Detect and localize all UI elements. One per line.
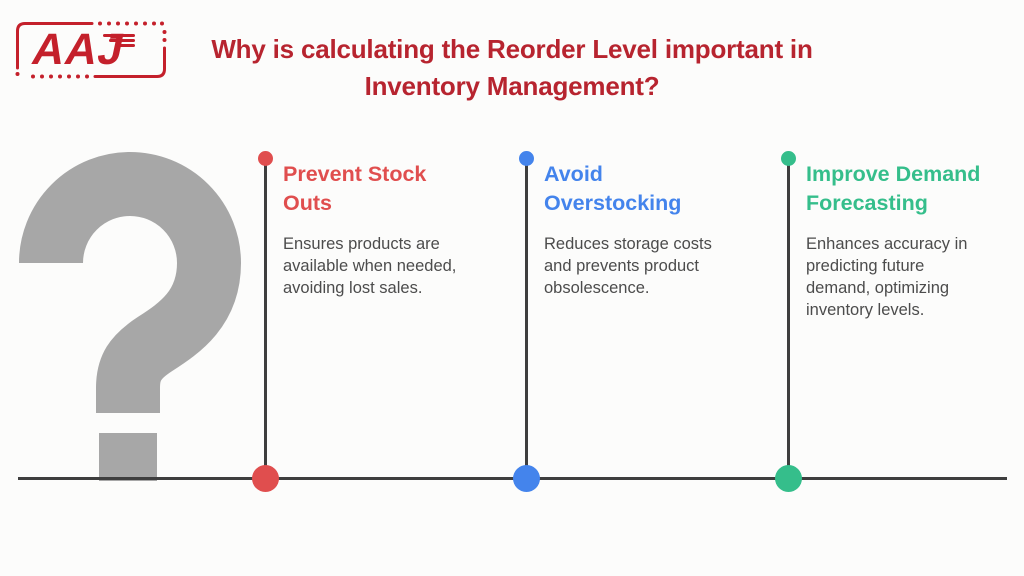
timeline-item-prevent-stock-outs: Prevent Stock Outs Ensures products are … xyxy=(251,148,486,508)
timeline-connector-line xyxy=(263,158,267,478)
aaj-logo: AAJ xyxy=(8,8,174,82)
question-mark-graphic xyxy=(15,148,245,481)
timeline-bottom-dot xyxy=(512,464,540,492)
timeline-connector-line xyxy=(524,158,528,478)
timeline-top-dot xyxy=(257,150,273,166)
column-description: Enhances accuracy in predicting future d… xyxy=(806,235,968,319)
timeline-bottom-dot xyxy=(251,464,279,492)
column-description: Reduces storage costs and prevents produ… xyxy=(544,235,712,297)
timeline-connector-line xyxy=(786,158,790,478)
aaj-speed-logo-icon: AAJ xyxy=(8,8,174,82)
column-heading: Improve Demand Forecasting xyxy=(806,162,981,216)
column-heading: Avoid Overstocking xyxy=(544,162,682,216)
timeline-top-dot xyxy=(518,150,534,166)
timeline-bottom-dot xyxy=(774,464,802,492)
column-description: Ensures products are available when need… xyxy=(283,235,457,297)
question-mark-icon xyxy=(15,148,245,481)
timeline-item-improve-demand-forecasting: Improve Demand Forecasting Enhances accu… xyxy=(774,148,1009,508)
page-title: Why is calculating the Reorder Level imp… xyxy=(211,34,813,102)
timeline-item-avoid-overstocking: Avoid Overstocking Reduces storage costs… xyxy=(512,148,747,508)
logo-text: AAJ xyxy=(28,25,129,73)
column-heading: Prevent Stock Outs xyxy=(283,162,427,216)
timeline-top-dot xyxy=(780,150,796,166)
